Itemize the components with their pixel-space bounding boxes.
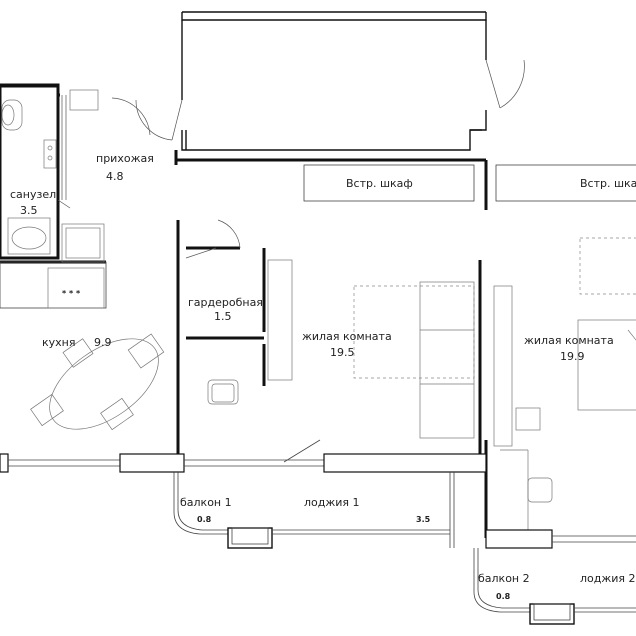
- closet-1-label: Встр. шкаф: [346, 177, 413, 190]
- bathroom-name: санузел: [10, 188, 56, 201]
- wardrobe-name: гардеробная: [188, 296, 263, 309]
- living-room-2-area: 19.9: [560, 350, 585, 363]
- balcony-2-name: балкон 2: [478, 572, 530, 585]
- loggia-1-area: 3.5: [416, 515, 431, 524]
- bathroom: санузел 3.5: [0, 84, 71, 260]
- hallway-area: 4.8: [106, 170, 124, 183]
- loggia-1: балкон 1 0.8 лоджия 1 3.5: [173, 472, 455, 549]
- kitchen-name: кухня: [42, 336, 75, 349]
- closet-1: Встр. шкаф: [303, 164, 475, 202]
- loggia-2-name: лоджия 2: [580, 572, 636, 585]
- living-room-1-name: жилая комната: [302, 330, 392, 343]
- balcony-1-area: 0.8: [197, 515, 212, 524]
- closet-2: Встр. шкаф: [495, 164, 636, 202]
- hallway: прихожая 4.8: [69, 89, 154, 183]
- hallway-name: прихожая: [96, 152, 154, 165]
- kitchen-area: 9.9: [94, 336, 112, 349]
- stove-icon: * * *: [62, 289, 81, 298]
- living-room-2-name: жилая комната: [524, 334, 614, 347]
- closet-2-label: Встр. шкаф: [580, 177, 636, 190]
- interior-walls: [176, 219, 488, 538]
- south-wall: [0, 453, 636, 549]
- loggia-1-name: лоджия 1: [304, 496, 360, 509]
- wardrobe: гардеробная 1.5: [188, 259, 293, 381]
- stairwell-outline: [135, 11, 525, 151]
- living-room-1: жилая комната 19.5: [207, 281, 475, 463]
- balcony-2-area: 0.8: [496, 592, 511, 601]
- balcony-1-name: балкон 1: [180, 496, 232, 509]
- kitchen: * * * кухня 9.9: [0, 223, 165, 431]
- living-room-1-area: 19.5: [330, 346, 355, 359]
- exterior-walls: [0, 83, 488, 260]
- bathroom-area: 3.5: [20, 204, 38, 217]
- loggia-2: балкон 2 0.8 лоджия 2: [473, 548, 636, 625]
- wardrobe-area: 1.5: [214, 310, 232, 323]
- living-room-2: жилая комната 19.9: [493, 237, 636, 530]
